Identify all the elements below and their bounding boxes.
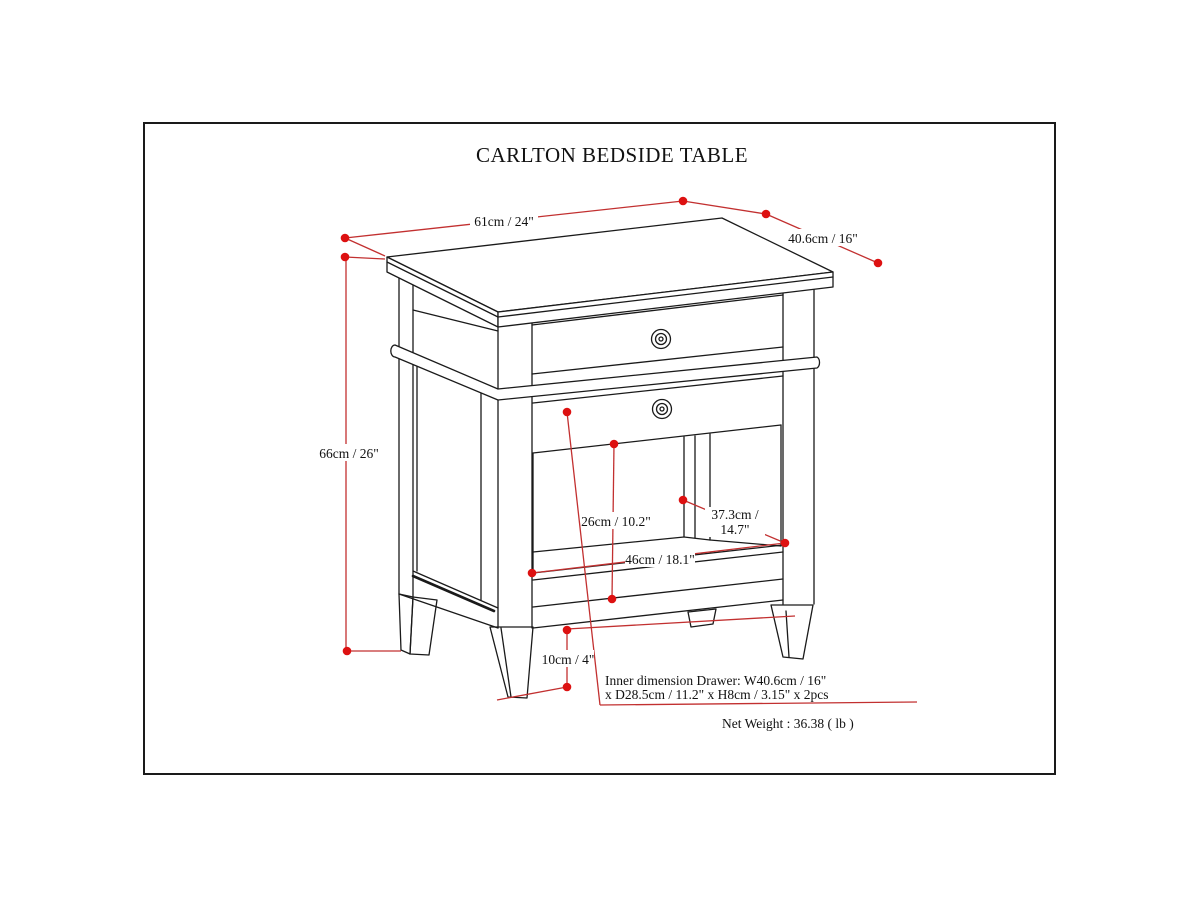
bottom-rail [532,578,784,629]
left-side-panel [398,277,499,629]
drawer-inner-dimension-note-line2: x D28.5cm / 11.2" x H8cm / 3.15" x 2pcs [605,687,829,702]
height-dimension-label: 66cm / 26" [319,446,379,461]
inner-width-dimension-label: 46cm / 18.1" [625,552,695,567]
drawer-1 [531,294,784,375]
drawer-note-underline [599,701,918,706]
opening-height-dimension-label: 26cm / 10.2" [581,514,651,529]
front-left-post [497,321,533,629]
net-weight-note: Net Weight : 36.38 ( lb ) [722,716,854,731]
diagram-title: CARLTON BEDSIDE TABLE [476,143,748,167]
inner-depth-dimension-label-line1: 37.3cm / [711,507,758,522]
drawer-2 [532,375,784,454]
inner-depth-dimension-label-line2: 14.7" [720,522,749,537]
drawer-inner-dimension-note-line1: Inner dimension Drawer: W40.6cm / 16" [605,673,826,688]
diagram-border [143,122,1056,775]
belt-molding [390,344,821,401]
depth-dimension-label: 40.6cm / 16" [788,231,858,246]
back-left-leg [398,593,438,656]
leg-height-dimension-label: 10cm / 4" [542,652,595,667]
dimension-dots [340,196,883,692]
drawer-note-leader-line [566,411,601,706]
front-left-leg [489,626,534,699]
center-glide-foot [687,608,717,628]
front-right-post [782,288,815,605]
dimension-labels: 61cm / 24" 40.6cm / 16" 66cm / 26" 26cm … [319,212,858,667]
front-right-leg [770,604,814,660]
width-dimension-label: 61cm / 24" [474,214,534,229]
tabletop [386,217,834,328]
notes: Inner dimension Drawer: W40.6cm / 16" x … [605,673,854,731]
bedside-table-drawing [386,217,834,699]
drawer-2-knob-icon [651,398,673,420]
drawer-1-knob-icon [650,328,672,350]
